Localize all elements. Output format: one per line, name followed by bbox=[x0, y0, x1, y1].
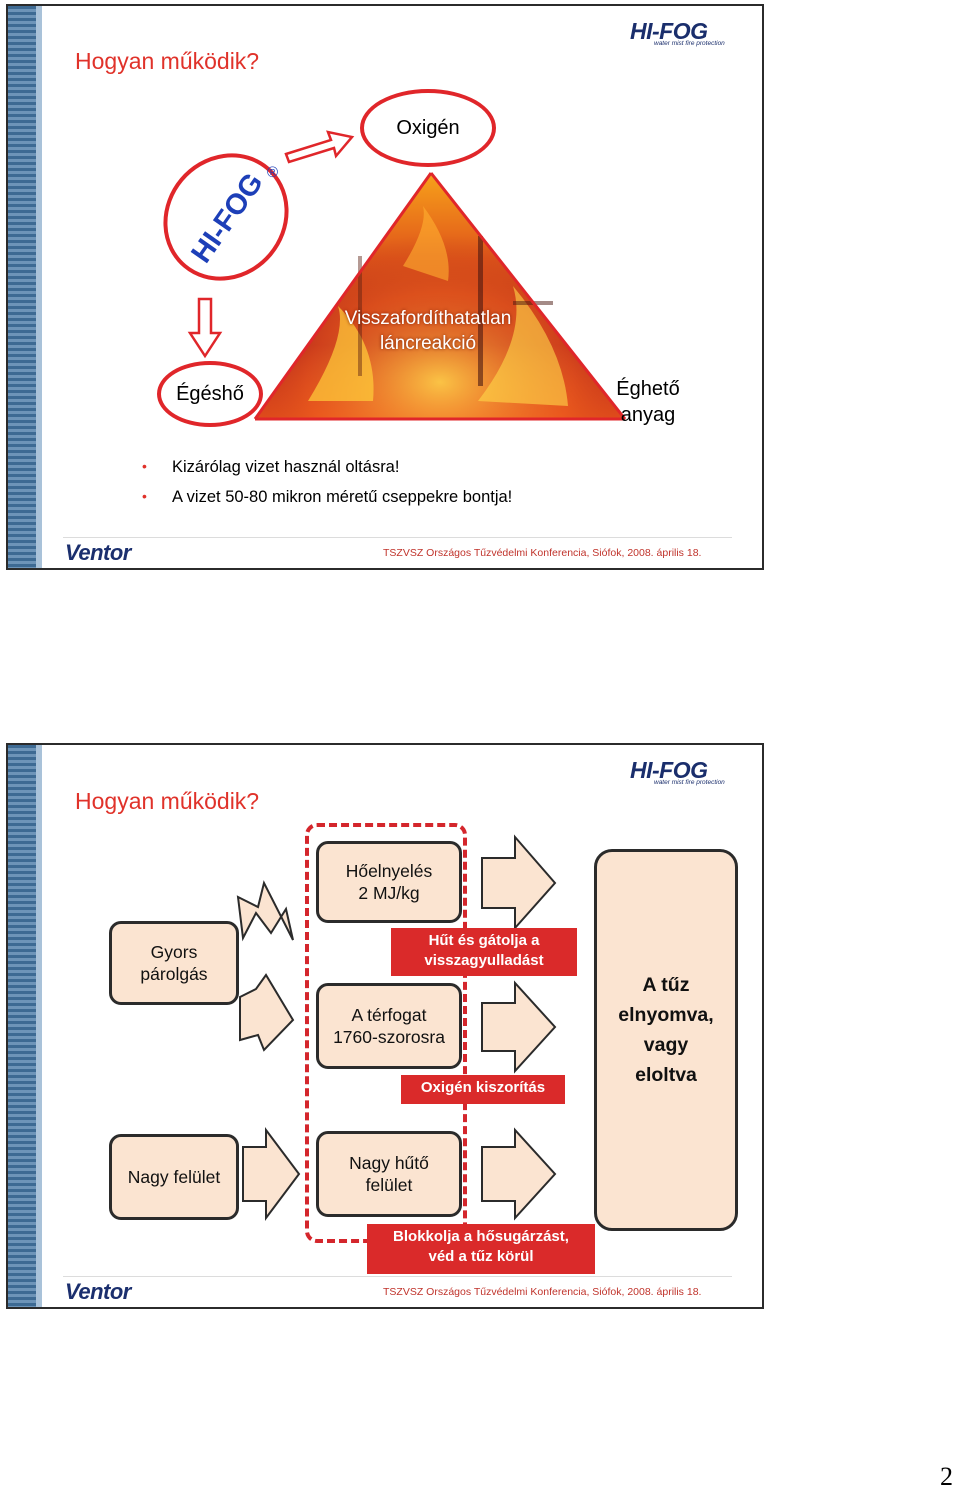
cooling-surface-box: Nagy hűtő felület bbox=[316, 1131, 462, 1217]
arrow-to-heat bbox=[187, 297, 223, 359]
heat-absorption-line1: Hőelnyelés bbox=[345, 861, 433, 881]
volume-expansion-line1: A térfogat bbox=[351, 1005, 427, 1025]
oxygen-displacement-label: Oxigén kiszorítás bbox=[401, 1075, 565, 1104]
chain-reaction-label: Visszafordíthatatlan láncreakció bbox=[313, 306, 543, 356]
cooling-reignition-label: Hűt és gátolja a visszagyulladást bbox=[391, 928, 577, 976]
arrow-volume-to-result bbox=[481, 980, 557, 1074]
fuel-label-line2: anyag bbox=[620, 404, 676, 426]
oxygen-oval: Oxigén bbox=[360, 89, 496, 167]
heat-oval: Égéshő bbox=[157, 361, 263, 427]
hifog-logo-tagline: water mist fire protection bbox=[654, 779, 725, 786]
hifog-logo-tagline: water mist fire protection bbox=[654, 40, 725, 47]
ventor-logo: Ventor bbox=[65, 540, 131, 565]
slide-mechanism-diagram: Hogyan működik? HI-FOG water mist fire p… bbox=[6, 743, 764, 1309]
radiation-block-line2: véd a tűz körül bbox=[428, 1248, 534, 1265]
ventor-logo: Ventor bbox=[65, 1279, 131, 1304]
cooling-surface-line1: Nagy hűtő bbox=[349, 1153, 429, 1173]
footer-divider bbox=[63, 1276, 732, 1277]
heat-absorption-box: Hőelnyelés 2 MJ/kg bbox=[316, 841, 462, 923]
hifog-badge: HI-FOG ® bbox=[156, 153, 296, 281]
slide-fire-triangle: Hogyan működik? HI-FOG water mist fire p… bbox=[6, 4, 764, 570]
arrow-to-oxygen bbox=[284, 130, 355, 164]
heat-absorption-line2: 2 MJ/kg bbox=[358, 883, 420, 903]
fast-evaporation-box: Gyors párolgás bbox=[109, 921, 239, 1005]
result-line: A tűz bbox=[642, 974, 690, 996]
result-line: vagy bbox=[643, 1034, 689, 1056]
fast-evaporation-line1: Gyors bbox=[150, 942, 198, 962]
hifog-logo-text: HI-FOG bbox=[630, 757, 708, 783]
page-number: 2 bbox=[940, 1462, 953, 1491]
hifog-logo: HI-FOG water mist fire protection bbox=[630, 757, 740, 787]
registered-mark: ® bbox=[267, 164, 278, 181]
bullet-list: Kizárólag vizet használ oltásra! A vizet… bbox=[142, 457, 512, 518]
volume-expansion-line2: 1760-szorosra bbox=[333, 1027, 445, 1047]
result-line: eloltva bbox=[635, 1064, 697, 1086]
hifog-logo-text: HI-FOG bbox=[630, 18, 708, 44]
arrow-cooling-to-result bbox=[481, 1127, 557, 1221]
large-surface-box: Nagy felület bbox=[109, 1134, 239, 1220]
arrow-heat-to-result bbox=[481, 834, 557, 931]
fuel-label-line1: Éghető bbox=[616, 378, 680, 400]
arrow-evap-to-heat bbox=[236, 880, 294, 942]
slide-sidebar-stripe bbox=[8, 745, 42, 1307]
slide-sidebar-stripe bbox=[8, 6, 42, 568]
conference-footer: TSZVSZ Országos Tűzvédelmi Konferencia, … bbox=[383, 1286, 702, 1298]
cooling-reignition-line2: visszagyulladást bbox=[424, 952, 544, 969]
hifog-logo: HI-FOG water mist fire protection bbox=[630, 18, 740, 48]
flow-arrows bbox=[236, 834, 557, 1221]
fast-evaporation-line2: párolgás bbox=[140, 964, 208, 984]
bullet-item: Kizárólag vizet használ oltásra! bbox=[142, 457, 512, 488]
fuel-label: Éghető anyag bbox=[608, 376, 688, 428]
chain-reaction-line1: Visszafordíthatatlan bbox=[344, 308, 512, 329]
radiation-block-line1: Blokkolja a hősugárzást, bbox=[393, 1228, 569, 1245]
bullet-item: A vizet 50-80 mikron méretű cseppekre bo… bbox=[142, 487, 512, 518]
result-line: elnyomva, bbox=[618, 1004, 714, 1026]
volume-expansion-box: A térfogat 1760-szorosra bbox=[316, 983, 462, 1069]
cooling-reignition-line1: Hűt és gátolja a bbox=[428, 932, 540, 949]
fire-suppressed-result-box: A tűz elnyomva, vagy eloltva bbox=[594, 849, 738, 1231]
arrow-surface-to-cooling bbox=[242, 1127, 301, 1221]
slide-title: Hogyan működik? bbox=[75, 48, 260, 74]
footer-divider bbox=[63, 537, 732, 538]
slide-title: Hogyan működik? bbox=[75, 788, 260, 814]
chain-reaction-line2: láncreakció bbox=[379, 333, 477, 354]
conference-footer: TSZVSZ Országos Tűzvédelmi Konferencia, … bbox=[383, 547, 702, 559]
fire-triangle-graphic bbox=[187, 130, 627, 421]
arrow-evap-to-volume bbox=[239, 973, 295, 1052]
cooling-surface-line2: felület bbox=[365, 1175, 413, 1195]
radiation-block-label: Blokkolja a hősugárzást, véd a tűz körül bbox=[367, 1224, 595, 1274]
